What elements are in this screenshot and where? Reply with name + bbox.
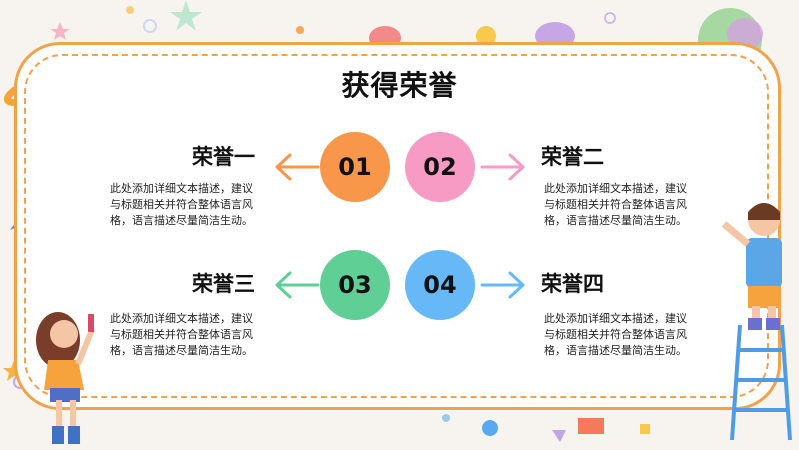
arrow-right-icon bbox=[480, 271, 525, 299]
number-label: 03 bbox=[338, 271, 372, 299]
dot-decoration bbox=[143, 19, 157, 33]
dot-decoration bbox=[126, 6, 134, 14]
number-circle-01: 01 bbox=[320, 132, 390, 202]
honor-title-2: 荣誉二 bbox=[541, 145, 604, 169]
arrow-left-icon bbox=[275, 271, 320, 299]
boy-ladder-illustration bbox=[721, 203, 792, 441]
number-label: 04 bbox=[423, 271, 457, 299]
arrow-right-icon bbox=[480, 153, 525, 181]
number-label: 02 bbox=[423, 153, 457, 181]
number-circle-03: 03 bbox=[320, 250, 390, 320]
number-circle-04: 04 bbox=[405, 250, 475, 320]
honor-desc-1: 此处添加详细文本描述，建议与标题相关并符合整体语言风格，语言描述尽量简洁生动。 bbox=[110, 182, 253, 227]
star-decoration bbox=[50, 22, 70, 40]
girl-illustration bbox=[36, 312, 95, 444]
sun-decoration bbox=[476, 26, 496, 46]
page-title: 获得荣誉 bbox=[341, 69, 458, 102]
number-circle-02: 02 bbox=[405, 132, 475, 202]
arrow-left-icon bbox=[275, 153, 320, 181]
honor-title-1: 荣誉一 bbox=[192, 145, 255, 169]
honor-desc-3: 此处添加详细文本描述，建议与标题相关并符合整体语言风格，语言描述尽量简洁生动。 bbox=[110, 312, 253, 357]
dot-decoration bbox=[296, 26, 304, 34]
honor-desc-2: 此处添加详细文本描述，建议与标题相关并符合整体语言风格，语言描述尽量简洁生动。 bbox=[544, 182, 687, 227]
number-label: 01 bbox=[338, 153, 372, 181]
honor-title-3: 荣誉三 bbox=[192, 272, 255, 296]
star-decoration bbox=[170, 0, 202, 31]
dot-decoration bbox=[604, 12, 616, 24]
content-frame bbox=[14, 42, 781, 410]
honor-title-4: 荣誉四 bbox=[541, 272, 604, 296]
honor-desc-4: 此处添加详细文本描述，建议与标题相关并符合整体语言风格，语言描述尽量简洁生动。 bbox=[544, 312, 687, 357]
